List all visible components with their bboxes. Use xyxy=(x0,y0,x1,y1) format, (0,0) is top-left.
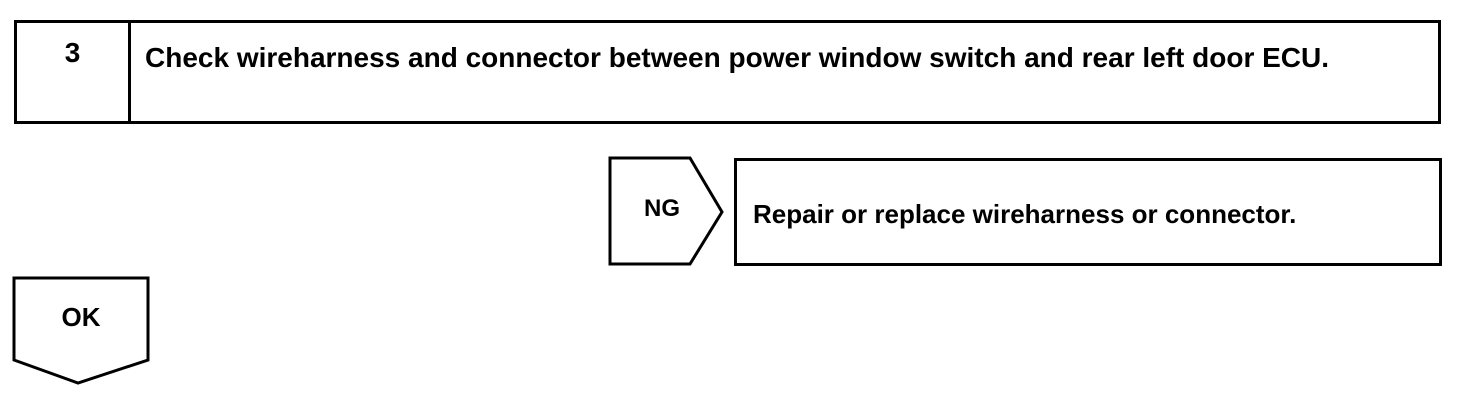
step-description: Check wireharness and connector between … xyxy=(145,42,1330,73)
step-box: 3 Check wireharness and connector betwee… xyxy=(14,20,1441,124)
ng-label: NG xyxy=(644,195,680,222)
step-number: 3 xyxy=(17,23,131,121)
ng-action-text: Repair or replace wireharness or connect… xyxy=(753,199,1297,229)
ng-action-box: Repair or replace wireharness or connect… xyxy=(734,158,1442,266)
ok-label: OK xyxy=(61,302,101,332)
